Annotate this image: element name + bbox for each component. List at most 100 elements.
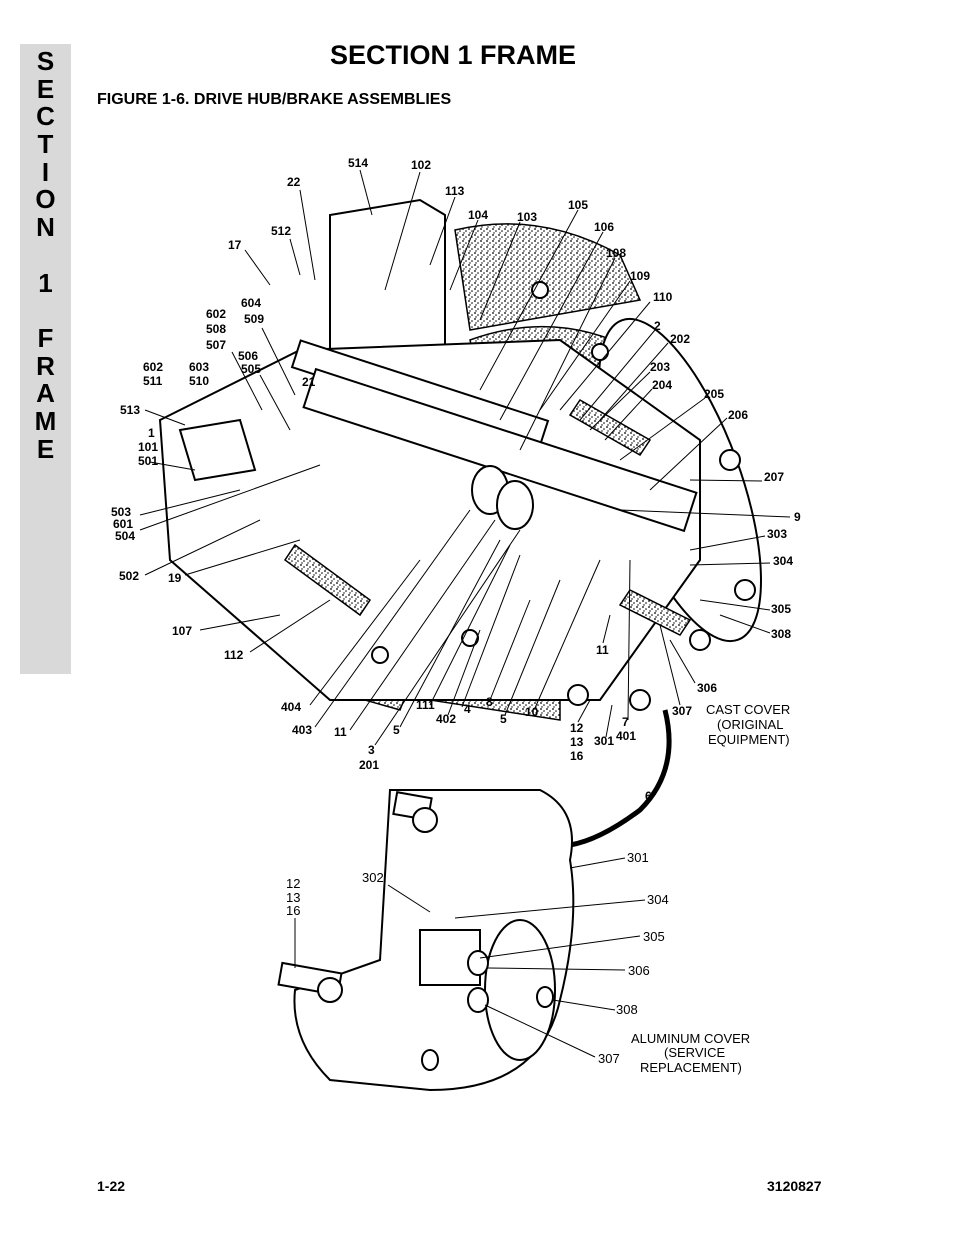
part-label: 16	[286, 903, 300, 918]
part-label: 203	[650, 360, 670, 374]
part-label: 305	[643, 929, 665, 944]
part-label: 501	[138, 454, 158, 468]
part-label: 2	[654, 319, 661, 333]
part-label: 4	[464, 702, 471, 716]
cast-cover-note: CAST COVER	[706, 702, 790, 717]
part-label: 304	[647, 892, 669, 907]
side-letter: 1	[38, 267, 53, 298]
part-label: 13	[286, 890, 300, 905]
part-label: 104	[468, 208, 488, 222]
part-label: 204	[652, 378, 672, 392]
part-label: 307	[672, 704, 692, 718]
part-label: 22	[287, 175, 301, 189]
part-label: 13	[570, 735, 584, 749]
lower-assembly-drawing	[277, 789, 575, 1092]
part-label: 602	[206, 307, 226, 321]
part-label: 403	[292, 723, 312, 737]
figure-title: FIGURE 1-6. DRIVE HUB/BRAKE ASSEMBLIES	[97, 91, 452, 108]
part-label: 21	[302, 375, 316, 389]
section-side-tab-letters: S E C T I O N 1 F R A M E	[20, 46, 71, 463]
side-letter: O	[35, 184, 56, 215]
upper-part-labels: 514 102 113 104 103 105 106 108 109 110 …	[111, 156, 801, 772]
aluminum-cover-note: ALUMINUM COVER	[631, 1031, 750, 1046]
part-label: 205	[704, 387, 724, 401]
side-letter: I	[41, 156, 50, 187]
part-label: 8	[486, 695, 493, 709]
part-label: 5	[500, 712, 507, 726]
part-label: 201	[359, 758, 379, 772]
part-label: 103	[517, 210, 537, 224]
part-label: 9	[794, 510, 801, 524]
part-label: 507	[206, 338, 226, 352]
part-label: 17	[228, 238, 242, 252]
part-label: 402	[436, 712, 456, 726]
upper-assembly-drawing	[158, 198, 762, 848]
page-number: 1-22	[97, 1178, 126, 1194]
part-label: 513	[120, 403, 140, 417]
part-label: 6	[645, 789, 652, 803]
document-number: 3120827	[767, 1178, 822, 1194]
part-label: 504	[115, 529, 135, 543]
part-label: 11	[596, 643, 609, 657]
side-letter: S	[36, 46, 55, 76]
part-label: 404	[281, 700, 301, 714]
side-letter: F	[37, 322, 54, 353]
part-label: 506	[238, 349, 258, 363]
part-label: 3	[368, 743, 375, 757]
part-label: 602	[143, 360, 163, 374]
part-label: 102	[411, 158, 431, 172]
lower-leader-lines	[294, 857, 646, 1058]
part-label: 5	[393, 723, 400, 737]
part-label: 308	[616, 1002, 638, 1017]
part-label: 16	[570, 749, 584, 763]
part-label: 106	[594, 220, 614, 234]
upper-leader-lines	[139, 169, 791, 746]
part-label: 510	[189, 374, 209, 388]
part-label: 101	[138, 440, 158, 454]
part-label: 401	[616, 729, 636, 743]
side-letter: N	[36, 212, 55, 243]
part-label: 307	[598, 1051, 620, 1066]
part-label: 12	[286, 876, 300, 891]
cast-cover-note: (ORIGINAL	[717, 717, 783, 732]
part-label: 111	[416, 698, 435, 712]
part-label: 105	[568, 198, 588, 212]
part-label: 601	[113, 517, 133, 531]
part-label: 206	[728, 408, 748, 422]
aluminum-cover-note: REPLACEMENT)	[640, 1060, 742, 1075]
part-label: 7	[622, 715, 629, 729]
section-side-tab	[20, 44, 71, 674]
part-label: 308	[771, 627, 791, 641]
part-label: 512	[271, 224, 291, 238]
part-label: 505	[241, 362, 261, 376]
part-label: 10	[525, 705, 539, 719]
side-letter: E	[36, 73, 55, 104]
part-label: 202	[670, 332, 690, 346]
part-label: 19	[168, 571, 182, 585]
part-label: 1	[148, 426, 155, 440]
part-label: 604	[241, 296, 261, 310]
part-label: 306	[628, 963, 650, 978]
part-label: 108	[606, 246, 626, 260]
aluminum-cover-note: (SERVICE	[664, 1045, 725, 1060]
part-label: 508	[206, 322, 226, 336]
part-label: 511	[143, 374, 163, 388]
part-label: 11	[334, 725, 347, 739]
part-label: 306	[697, 681, 717, 695]
part-label: 503	[111, 505, 131, 519]
part-label: 207	[764, 470, 784, 484]
part-label: 12	[570, 721, 584, 735]
page-title: SECTION 1 FRAME	[330, 40, 577, 70]
part-label: 301	[594, 734, 614, 748]
side-letter: R	[36, 350, 55, 381]
part-label: 304	[773, 554, 793, 568]
part-label: 303	[767, 527, 787, 541]
part-label: 113	[445, 184, 465, 198]
part-label: 107	[172, 624, 192, 638]
part-label: 514	[348, 156, 368, 170]
part-label: 112	[224, 648, 244, 662]
part-label: 110	[653, 290, 673, 304]
part-label: 509	[244, 312, 264, 326]
part-label: 603	[189, 360, 209, 374]
